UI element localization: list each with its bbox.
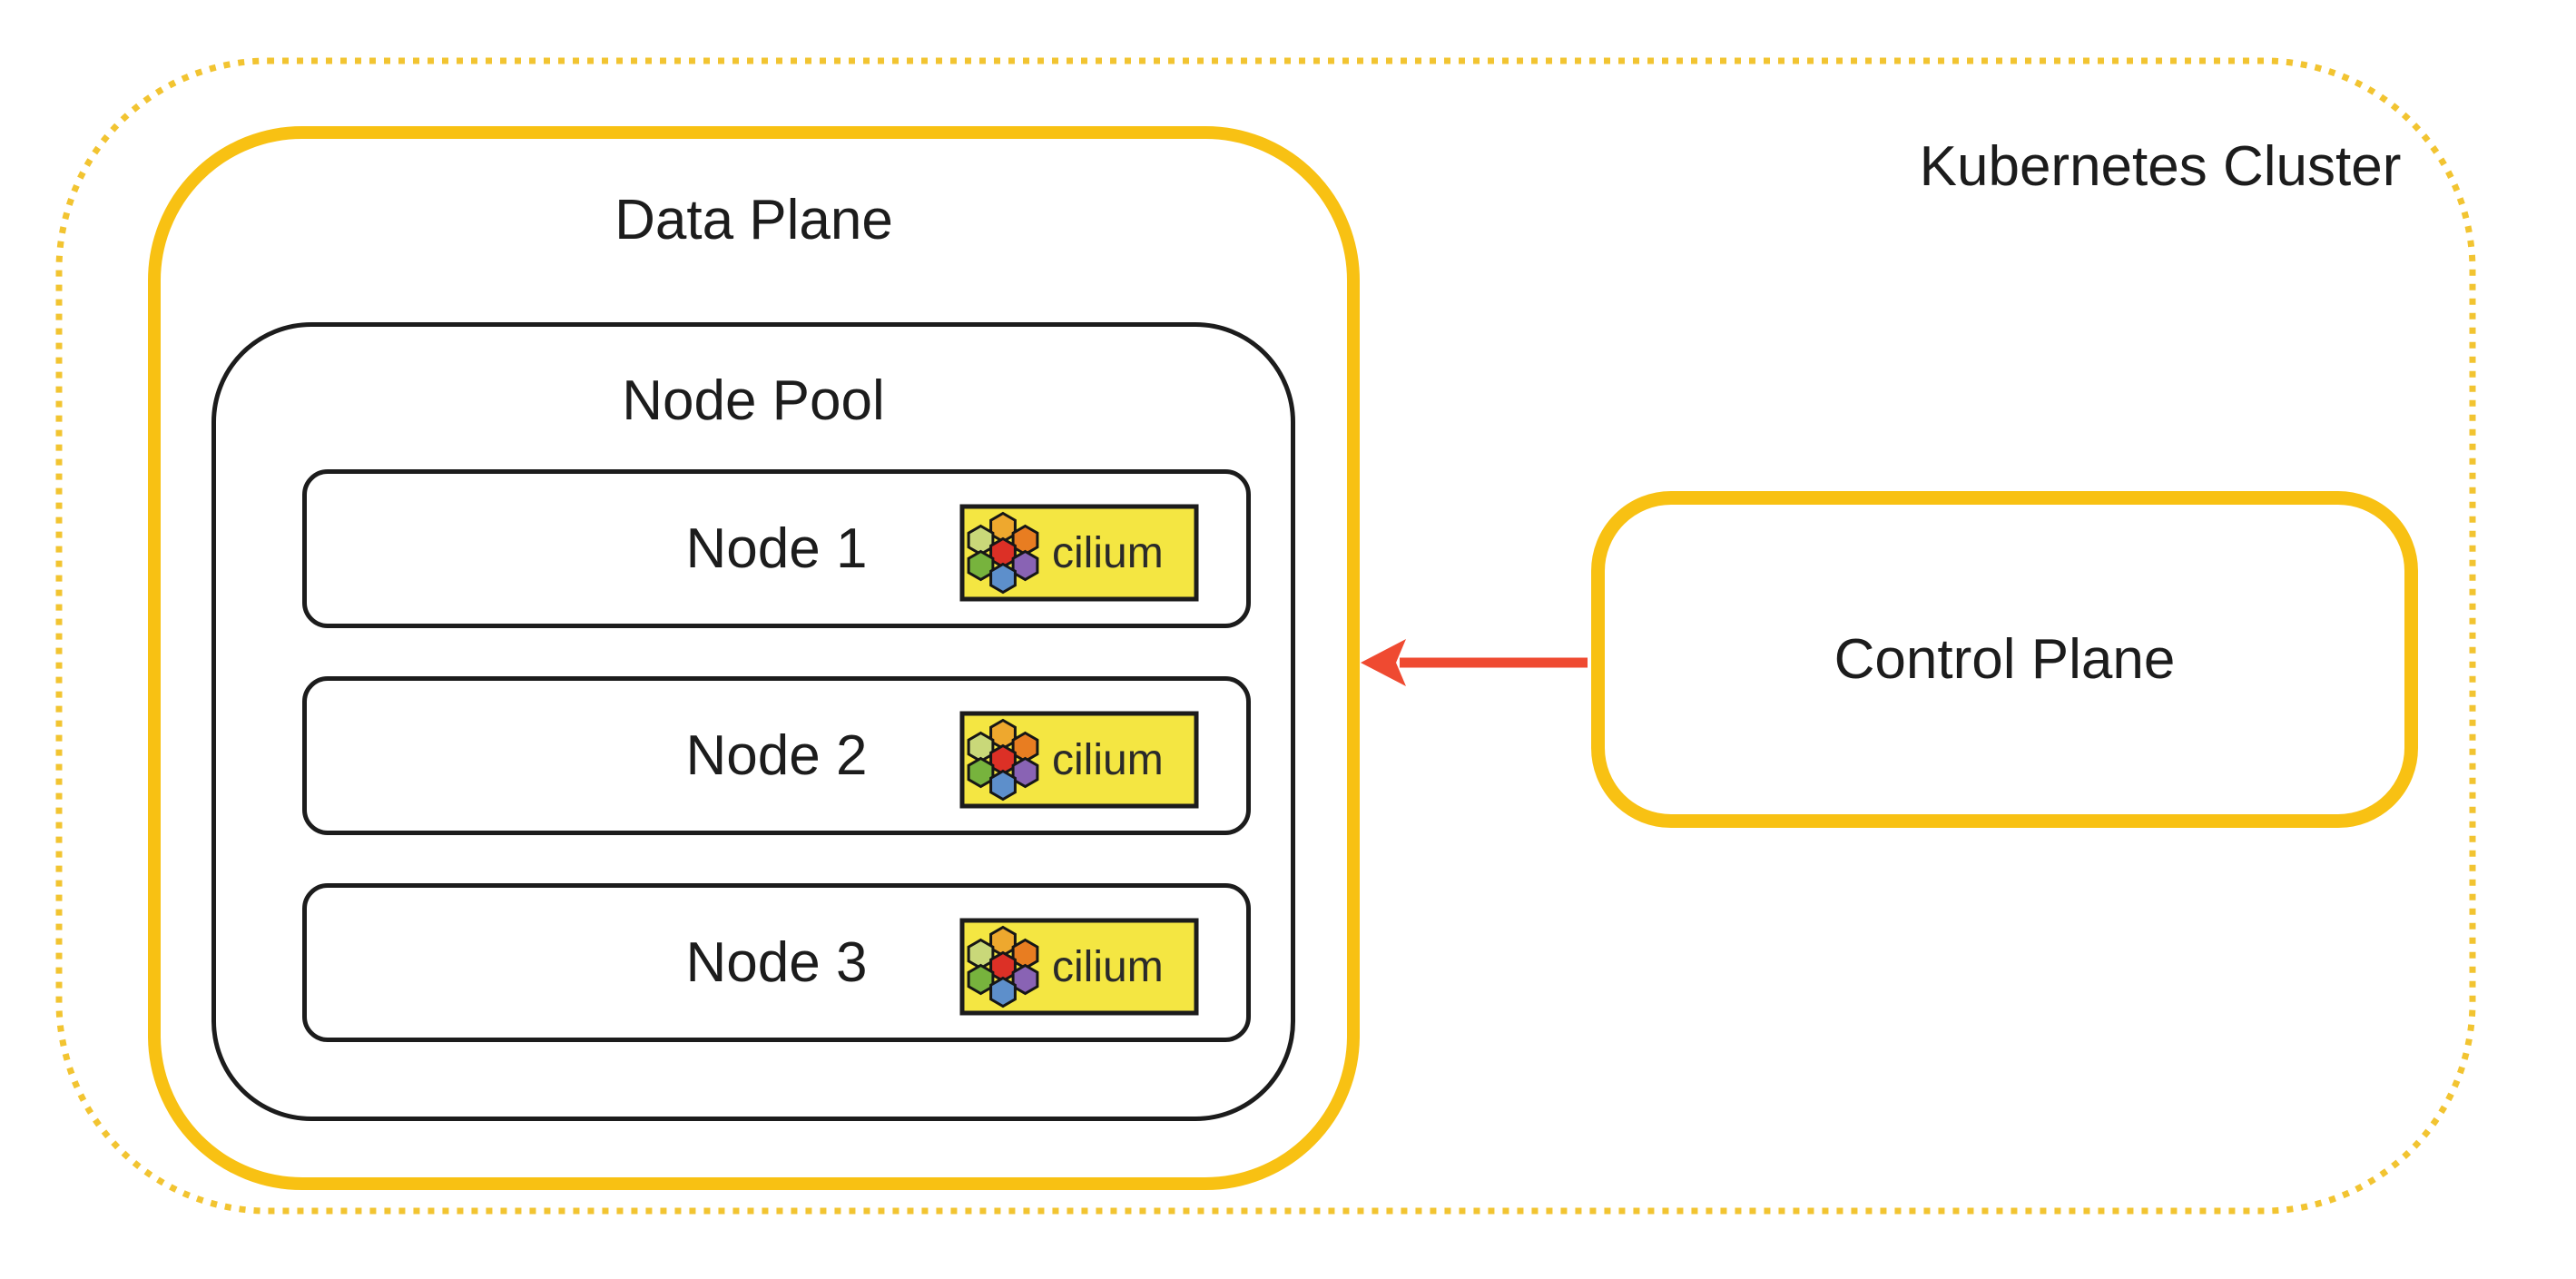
hexagon-lower-left — [967, 549, 995, 582]
node-2-box: Node 2 cilium — [302, 676, 1251, 835]
hexagon-lower-left — [967, 963, 995, 996]
control-to-dataplane-arrow — [1361, 639, 1588, 686]
data-plane-label: Data Plane — [615, 189, 893, 251]
cilium-honeycomb-icon — [967, 925, 1039, 1008]
cilium-badge: cilium — [959, 711, 1199, 809]
hexagon-bottom — [989, 769, 1017, 802]
data-plane-box — [148, 126, 1360, 1190]
node-2-label: Node 2 — [685, 723, 868, 787]
hexagon-lower-left — [967, 756, 995, 789]
node-3-label: Node 3 — [685, 930, 868, 994]
cilium-badge: cilium — [959, 918, 1199, 1016]
cluster-label: Kubernetes Cluster — [1919, 135, 2402, 198]
hexagon-bottom — [989, 562, 1017, 595]
hexagon-lower-right — [1011, 549, 1039, 582]
hexagon-lower-right — [1011, 756, 1039, 789]
control-plane-label: Control Plane — [1834, 627, 2176, 691]
hexagon-lower-right — [1011, 963, 1039, 996]
cilium-label: cilium — [1052, 736, 1164, 784]
node-3-box: Node 3 cilium — [302, 883, 1251, 1042]
cilium-badge: cilium — [959, 504, 1199, 602]
node-pool-label: Node Pool — [622, 369, 885, 432]
node-pool-box — [211, 322, 1295, 1121]
cilium-label: cilium — [1052, 943, 1164, 991]
hexagon-bottom — [989, 976, 1017, 1008]
node-1-label: Node 1 — [685, 517, 868, 580]
cilium-honeycomb-icon — [967, 718, 1039, 802]
arrow-head-icon — [1361, 639, 1406, 686]
control-plane-box: Control Plane — [1591, 491, 2418, 828]
cilium-honeycomb-icon — [967, 511, 1039, 595]
node-1-box: Node 1 cilium — [302, 469, 1251, 628]
cilium-label: cilium — [1052, 529, 1164, 577]
